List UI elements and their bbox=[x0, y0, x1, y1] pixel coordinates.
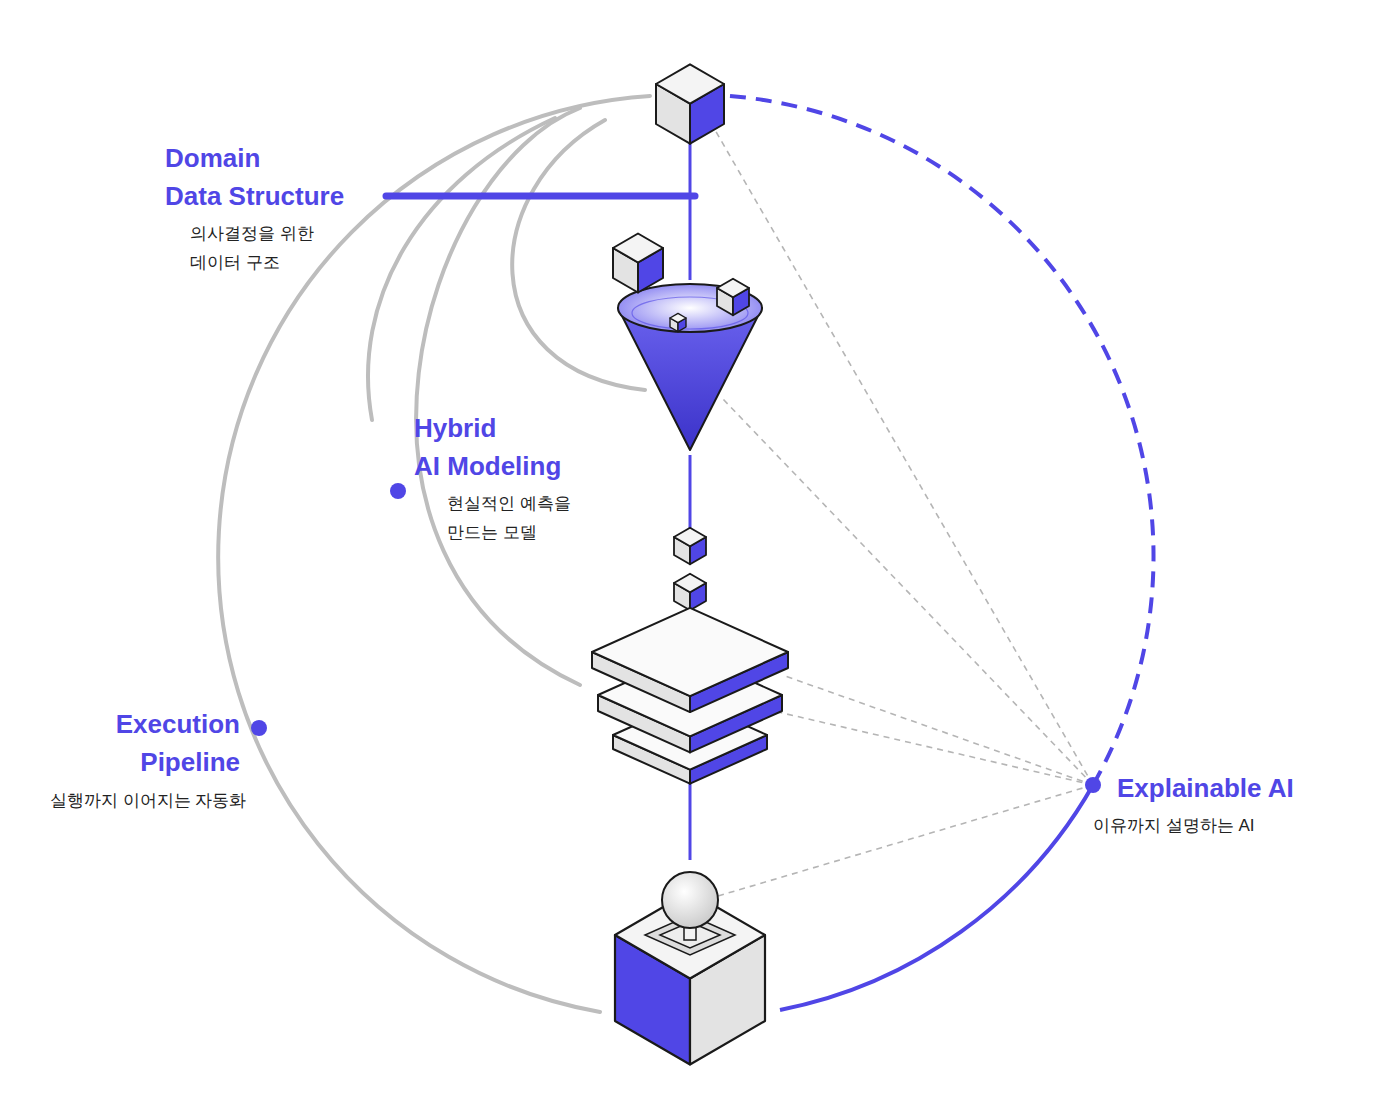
dot bbox=[390, 483, 406, 499]
leader-line bbox=[785, 676, 1093, 785]
section-subtitle: 이유까지 설명하는 AI bbox=[1093, 812, 1255, 841]
cube bbox=[656, 64, 724, 143]
section-subtitle: 의사결정을 위한 데이터 구조 bbox=[190, 220, 314, 278]
section-title: Execution Pipeline bbox=[116, 706, 240, 781]
funnel bbox=[618, 284, 762, 450]
joystick bbox=[645, 872, 735, 955]
text-line: 데이터 구조 bbox=[190, 249, 314, 278]
dot bbox=[1085, 777, 1101, 793]
leader-line bbox=[718, 785, 1093, 896]
text-line: 만드는 모델 bbox=[447, 519, 571, 548]
cube bbox=[674, 528, 706, 565]
leader-line bbox=[722, 398, 1093, 785]
text-line: Domain bbox=[165, 143, 260, 173]
solid-arc bbox=[780, 785, 1093, 1010]
cube bbox=[674, 574, 706, 611]
section-subtitle: 실행까지 이어지는 자동화 bbox=[50, 787, 246, 816]
section-subtitle: 현실적인 예측을 만드는 모델 bbox=[447, 490, 571, 548]
leader-line bbox=[778, 712, 1093, 785]
cube bbox=[670, 313, 686, 331]
cube bbox=[717, 279, 749, 316]
leader-line bbox=[715, 130, 1093, 785]
axis-line bbox=[689, 140, 692, 280]
text-line: 현실적인 예측을 bbox=[447, 494, 571, 513]
axis-line bbox=[689, 775, 692, 860]
dashed-arc bbox=[730, 96, 1154, 785]
text-line: Execution bbox=[116, 709, 240, 739]
dot bbox=[251, 720, 267, 736]
text-line: Pipeline bbox=[116, 744, 240, 782]
layer-plate bbox=[592, 608, 788, 712]
section-title: Explainable AI bbox=[1117, 770, 1294, 808]
text-line: AI Modeling bbox=[414, 448, 561, 486]
section-title: Hybrid AI Modeling bbox=[414, 410, 561, 485]
text-line: Hybrid bbox=[414, 413, 496, 443]
inner-arc bbox=[368, 118, 555, 420]
axis-line bbox=[689, 455, 692, 530]
domain-bar bbox=[386, 193, 695, 200]
text-line: 의사결정을 위한 bbox=[190, 224, 314, 243]
section-title: Domain Data Structure bbox=[165, 140, 344, 215]
text-line: Data Structure bbox=[165, 178, 344, 216]
cube bbox=[613, 234, 663, 293]
